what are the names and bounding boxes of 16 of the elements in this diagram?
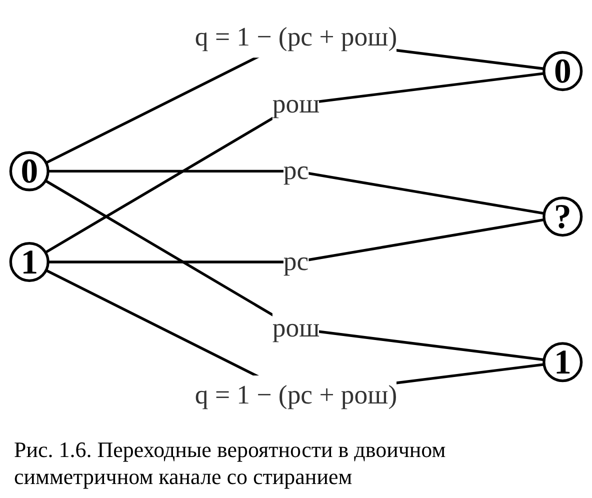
edge-label: pош <box>272 90 320 120</box>
node-circle: 1 <box>542 342 583 382</box>
node-circle: 1 <box>9 242 50 282</box>
node-circle: 0 <box>542 51 583 92</box>
edge-label: q = 1 − (pс + pош) <box>194 23 398 52</box>
edge-label: pс <box>283 247 309 277</box>
edge-label: pс <box>283 156 309 186</box>
edge-label: q = 1 − (pс + pош) <box>194 380 398 410</box>
edge-label: pош <box>272 314 320 344</box>
node-circle: ? <box>542 196 583 237</box>
connector <box>48 218 544 264</box>
figure-caption: Рис. 1.6. Переходные вероятности в двоичном симметричном канале со стиранием <box>13 436 447 491</box>
connector <box>44 180 544 362</box>
node-circle: 0 <box>9 151 50 192</box>
connector <box>48 170 544 215</box>
connector <box>44 72 544 254</box>
